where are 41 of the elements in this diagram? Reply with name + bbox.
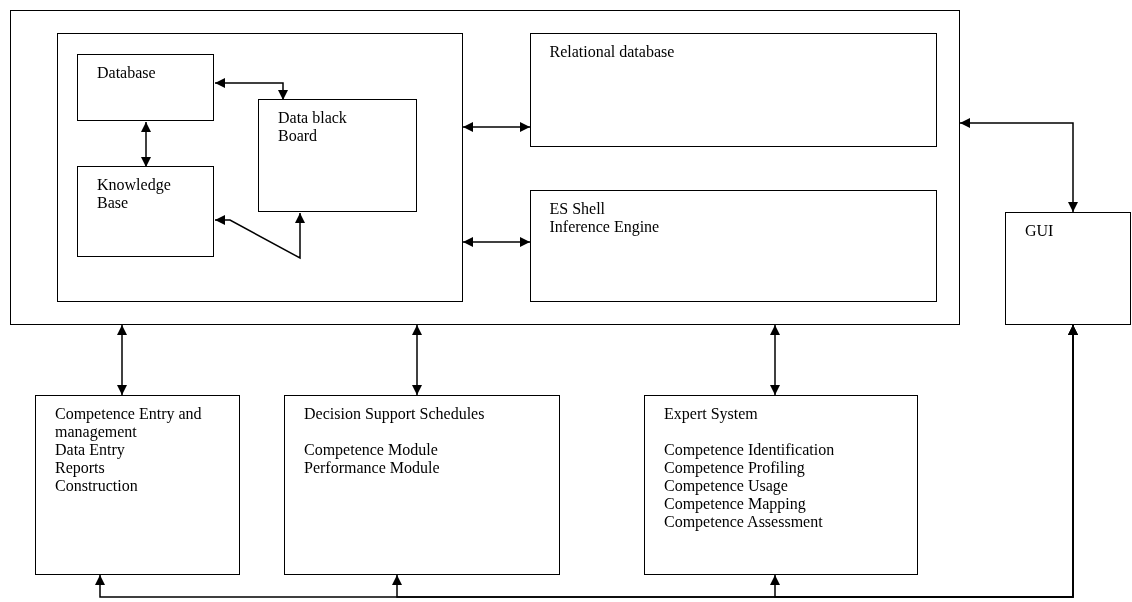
- arrow: [462, 237, 531, 247]
- arrow: [770, 324, 780, 396]
- process-box: [77, 54, 214, 121]
- process-box: [529, 189, 937, 302]
- box-text: Data black Board: [278, 109, 348, 145]
- container-box: [56, 32, 463, 302]
- arrow: [117, 324, 127, 396]
- arrow: [141, 121, 151, 168]
- process-box: [77, 166, 214, 257]
- arrow: [770, 324, 1078, 598]
- process-box: [644, 395, 918, 575]
- box-text: Expert System: [664, 405, 759, 423]
- arrow: [214, 78, 288, 101]
- process-box: [258, 99, 417, 212]
- box-text: Data Entry: [55, 441, 126, 459]
- box-text: Relational database: [549, 42, 676, 61]
- box-text: Database: [97, 64, 157, 82]
- box-text: Construction: [55, 477, 139, 495]
- process-box: [529, 32, 937, 147]
- process-box: [35, 395, 240, 575]
- process-box: [284, 395, 560, 575]
- box-text: Competence Identification: [664, 441, 836, 459]
- arrow: [412, 324, 422, 396]
- arrow: [462, 122, 531, 132]
- box-text: Competence Mapping: [664, 495, 807, 513]
- box-text: Inference Engine: [549, 217, 661, 236]
- box-text: Competence Module: [304, 441, 439, 459]
- box-text: Performance Module: [304, 459, 441, 477]
- box-text: Knowledge Base: [97, 176, 172, 212]
- arrow: [214, 212, 305, 260]
- box-text: Decision Support Schedules: [304, 405, 486, 423]
- box-text: Competence Entry and management: [55, 405, 203, 441]
- box-text: Reports: [55, 459, 106, 477]
- box-text: GUI: [1025, 222, 1055, 240]
- container-box: [10, 10, 960, 325]
- arrow: [959, 118, 1078, 213]
- box-text: Competence Assessment: [664, 513, 824, 531]
- box-text: ES Shell: [549, 199, 607, 218]
- process-box: [1005, 212, 1131, 325]
- box-text: Competence Profiling: [664, 459, 806, 477]
- box-text: Competence Usage: [664, 477, 789, 495]
